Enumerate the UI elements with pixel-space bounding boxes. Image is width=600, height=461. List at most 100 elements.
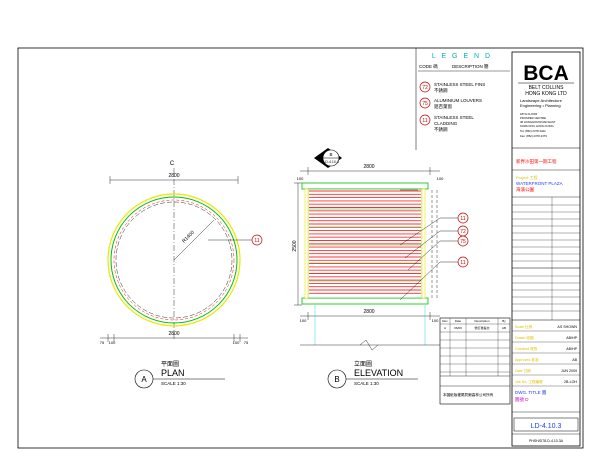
plan-view[interactable]: C 2800 R1400 11 2800 75 100 100 75 A [100, 161, 263, 389]
svg-text:Job No. 工程編號: Job No. 工程編號 [515, 379, 543, 384]
elev-scale: SCALE 1:30 [354, 381, 379, 386]
svg-text:2B-LOH: 2B-LOH [564, 380, 577, 384]
title-block-blank-rows-2 [512, 268, 580, 320]
elev-base [301, 297, 429, 305]
elev-callout-4[interactable]: 11 [457, 256, 469, 268]
section-marker-letter: B [329, 152, 332, 157]
plan-right-dim2: 75 [244, 340, 249, 345]
drawing-number: LD-4.10.3 [531, 423, 562, 430]
elev-top-cap [301, 182, 429, 190]
legend-header-code: CODE 碼 [419, 64, 438, 70]
plan-right-dim1: 100 [233, 340, 240, 345]
plan-bottom-dim: 2800 [168, 331, 179, 337]
plan-callout-11: 11 [254, 238, 259, 244]
svg-text:75: 75 [460, 239, 466, 245]
plan-chinese-title: 平面圖 [161, 361, 179, 368]
elev-callout-3[interactable]: 75 [457, 235, 469, 247]
elev-bottom-left: 100 [300, 318, 307, 323]
svg-text:Date: Date [455, 319, 462, 323]
title-block: BCA BELT COLLINS HONG KONG LTD Landscape… [511, 51, 581, 447]
svg-text:By: By [502, 319, 506, 323]
svg-text:18TH FLOOR: 18TH FLOOR [520, 112, 537, 116]
svg-text:Rev: Rev [442, 319, 448, 323]
project-caption: 新界沙田第一期工程 [516, 158, 557, 165]
svg-text:100: 100 [297, 176, 304, 181]
svg-text:75: 75 [422, 101, 428, 107]
plan-circle-inner [115, 201, 233, 319]
elev-letter: B [334, 375, 339, 384]
plan-left-dim2: 100 [109, 340, 116, 345]
svg-text:不銹鋼: 不銹鋼 [434, 126, 448, 133]
svg-text:ALUMINIUM LOUVERS: ALUMINIUM LOUVERS [434, 98, 482, 103]
svg-text:11: 11 [460, 216, 465, 222]
file-ref: PHSH/D78-D-4.10.3A [529, 439, 564, 443]
elev-height-dim: 2500 [292, 240, 298, 251]
svg-text:CLADDING: CLADDING [434, 121, 458, 126]
project-label: Project 工程 [516, 174, 538, 180]
sheet-border [17, 47, 584, 449]
svg-text:STAINLESS STEEL: STAINLESS STEEL [434, 115, 474, 120]
title-block-blank-rows [512, 197, 580, 268]
title-block-details: Scale 比例 AS SHOWN Drawn 繪圖 AB/HP Checked… [512, 324, 580, 387]
plan-title: PLAN [161, 368, 185, 378]
svg-text:AB: AB [502, 326, 506, 330]
svg-text:KOWLOON, HONG KONG: KOWLOON, HONG KONG [520, 124, 554, 128]
drawing-number-box [513, 417, 579, 432]
legend-item-11: 11 STAINLESS STEEL CLADDING 不銹鋼 [419, 114, 474, 133]
svg-text:AB: AB [572, 358, 577, 362]
legend-item-75: 75 ALUMINIUM LOUVERS 鋁百葉窗 [419, 97, 482, 110]
plan-radius-label: R1400 [181, 230, 196, 245]
svg-text:06/09: 06/09 [454, 326, 462, 330]
svg-text:48 HUNGHOM ROAD EAST: 48 HUNGHOM ROAD EAST [520, 120, 556, 124]
legend-item-72: 72 STAINLESS STEEL FINS 不銹鋼 [419, 81, 485, 94]
company-name-2: HONG KONG LTD [525, 91, 567, 97]
svg-text:鋁百葉窗: 鋁百葉窗 [434, 103, 452, 110]
revision-note: 本圖紙版權屬貝爾高林公司所有 [443, 392, 494, 397]
elev-title: ELEVATION [354, 368, 403, 378]
elev-fin-left [304, 188, 309, 299]
plan-letter: A [141, 375, 147, 384]
plan-callout-11-circle[interactable] [251, 234, 263, 246]
company-logo: BCA [523, 62, 569, 85]
legend-title: L E G E N D [432, 53, 492, 60]
louver-lines [309, 190, 421, 294]
revision-table: Rev Date Description By A 06/09 修訂後提交 AB… [439, 317, 511, 405]
plan-circle-green [110, 196, 238, 324]
svg-text:A: A [444, 326, 446, 330]
svg-text:AB/HP: AB/HP [566, 336, 577, 340]
legend-panel: L E G E N D CODE 碼 DESCRIPTION 簡 72 STAI… [415, 48, 510, 150]
svg-text:Date 日期: Date 日期 [515, 368, 531, 373]
elevation-view[interactable]: B LD-4.10.4 2800 100 100 2500 [292, 148, 469, 389]
svg-text:不銹鋼: 不銹鋼 [434, 87, 448, 94]
plan-radius-line [173, 219, 215, 261]
plan-outer-circle-yellow [107, 193, 241, 327]
company-sub-2: Engineering • Planning [520, 103, 561, 108]
section-marker-sheet: LD-4.10.4 [323, 160, 338, 164]
legend-header-desc: DESCRIPTION 簡 [452, 63, 489, 70]
section-marker[interactable]: B LD-4.10.4 [314, 148, 342, 168]
elev-callout-1[interactable]: 11 [457, 212, 469, 224]
plan-circle-red [113, 199, 235, 321]
svg-text:100: 100 [437, 176, 444, 181]
project-name-cn: 海濱公園 [516, 186, 534, 193]
svg-text:JUN 2009: JUN 2009 [561, 369, 577, 373]
svg-text:Description: Description [474, 319, 489, 323]
elev-bottom-right: 100 [432, 318, 439, 323]
svg-text:修訂後提交: 修訂後提交 [474, 325, 489, 330]
company-sub-1: Landscape Architecture [520, 98, 563, 103]
plan-north-mark: C [170, 161, 175, 167]
elev-bottom-dim: 2800 [363, 309, 374, 315]
project-name: WATERFRONT PLAZA [516, 181, 563, 186]
svg-text:Checked 核對: Checked 核對 [515, 346, 538, 351]
plan-left-dim1: 75 [100, 340, 105, 345]
svg-text:11: 11 [460, 260, 465, 266]
company-name-1: BELT COLLINS [529, 85, 564, 91]
elev-callout-2[interactable]: 72 [457, 225, 469, 237]
svg-text:Drawn 繪圖: Drawn 繪圖 [515, 335, 534, 340]
svg-text:Scale 比例: Scale 比例 [515, 324, 533, 329]
svg-text:11: 11 [422, 118, 427, 124]
svg-text:72: 72 [460, 229, 466, 235]
svg-text:AB/HP: AB/HP [566, 347, 577, 351]
dwg-title-label: DWG. TITLE 圖 [515, 390, 547, 396]
